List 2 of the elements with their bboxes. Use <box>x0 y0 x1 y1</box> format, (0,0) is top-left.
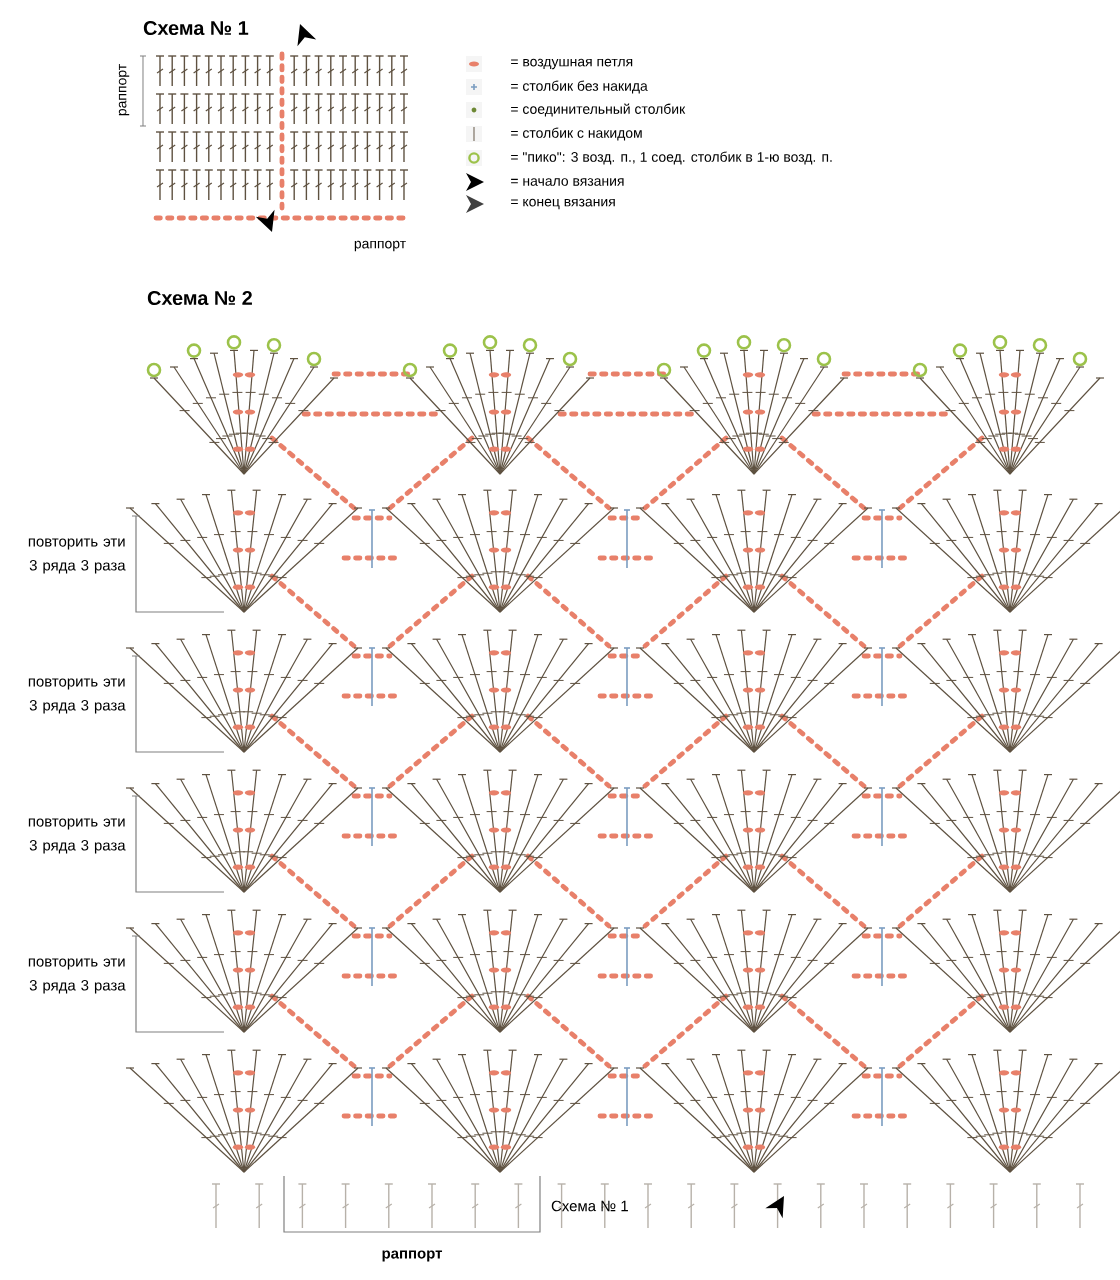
scheme-title: Схема № 1 <box>143 20 249 36</box>
scheme-title: Схема № 2 <box>147 290 252 306</box>
